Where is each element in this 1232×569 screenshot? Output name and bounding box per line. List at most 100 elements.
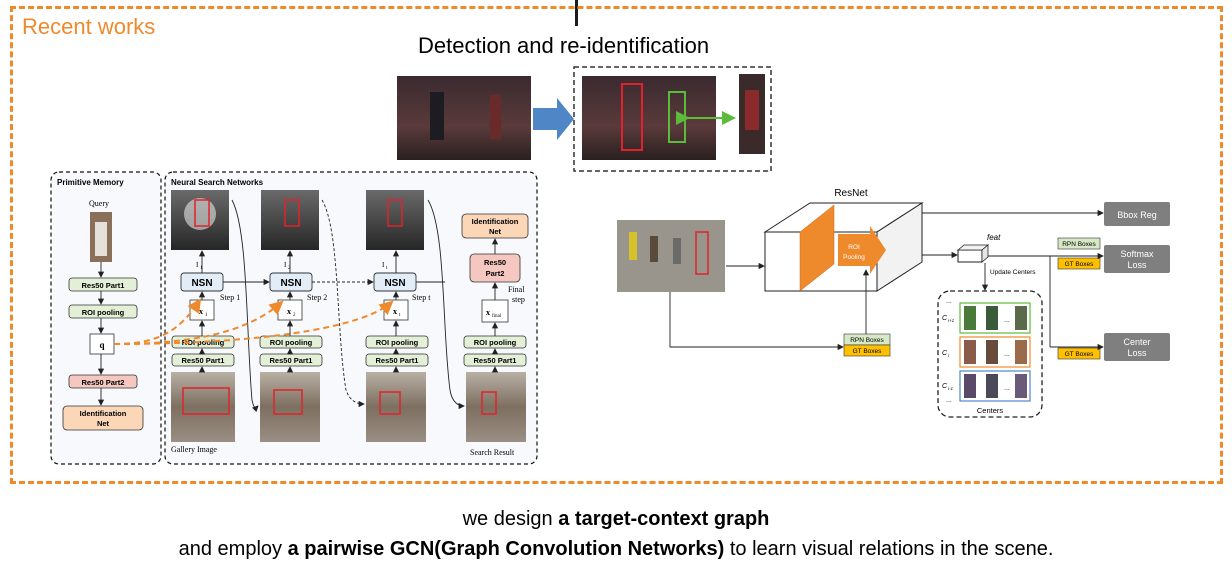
i-sub: 1: [200, 266, 203, 271]
caption-bold-text: a pairwise GCN(Graph Convolution Network…: [287, 538, 725, 560]
final-step-label: step: [512, 295, 525, 304]
identification-net-label: Identification: [472, 217, 519, 226]
primitive-memory-label: Primitive Memory: [57, 178, 124, 187]
roi-pooling-label: Pooling: [843, 254, 865, 261]
identification-net-module: [62, 405, 144, 431]
x-sub: t: [399, 313, 401, 318]
res50-part1-label: Res50 Part1: [82, 281, 125, 290]
bbox-reg-box: [1104, 202, 1170, 226]
softmax-loss-label: Softmax: [1120, 249, 1154, 259]
gt-boxes-tag: [1057, 347, 1101, 360]
nsn-label: NSN: [280, 278, 301, 289]
caption-text: and employ: [178, 538, 288, 560]
c-label: C: [942, 383, 948, 390]
feat-label: feat: [987, 233, 1001, 242]
resnet-label: ResNet: [834, 188, 868, 199]
center-group: [959, 370, 1031, 402]
slide-divider-tick: [575, 0, 578, 26]
neural-search-box: [164, 171, 538, 465]
person-silhouette: [430, 92, 444, 140]
i-label: I: [284, 261, 287, 269]
resnet-diagram: ResNet ROI Pooling RPN Boxes GT Boxes fe…: [617, 188, 1170, 418]
step-label: Step t: [412, 293, 431, 302]
detection-panel: [397, 66, 772, 172]
res50-part1-label: Res50 Part1: [182, 356, 225, 365]
x-label: x: [393, 307, 397, 316]
detection-title: Detection and re-identification: [418, 33, 710, 58]
center-group: [959, 302, 1031, 334]
identification-net-label: Identification: [80, 409, 127, 418]
c-sub: i+1: [948, 318, 955, 323]
ellipsis: ...: [946, 397, 952, 404]
roi-pooling-label: ROI pooling: [182, 338, 225, 347]
roi-pooling-label: ROI pooling: [474, 338, 517, 347]
ellipsis: ...: [1004, 351, 1010, 358]
roi-pooling-module: [259, 335, 323, 349]
gt-boxes-tag: [1057, 257, 1101, 270]
detection-result-box: [573, 66, 772, 172]
gallery-image: [366, 372, 426, 442]
step-label: Step 1: [220, 293, 240, 302]
centers-label: Centers: [977, 406, 1004, 415]
res50-part1-label: Res50 Part1: [474, 356, 517, 365]
gt-boxes-tag: [843, 344, 891, 357]
caption-bold-text: a target-context graph: [558, 508, 770, 530]
person-silhouette: [490, 95, 501, 139]
gt-boxes-label: GT Boxes: [1065, 351, 1095, 358]
search-result-label: Search Result: [470, 448, 515, 457]
query-guidance-arrows: [113, 298, 394, 345]
search-step-column: I 1 NSN x 1 ROI pooling Res50 Part1 Gall…: [171, 190, 240, 454]
query-person: [95, 222, 107, 256]
res50-part1-module: [68, 277, 138, 292]
feat-vector: [957, 249, 983, 263]
i-sub: t: [386, 266, 388, 271]
gallery-image: [260, 372, 320, 442]
roi-pooling-module: [68, 304, 138, 319]
x-label: x: [199, 307, 203, 316]
identification-net-label: Net: [97, 419, 110, 428]
process-arrow-icon: [533, 98, 574, 140]
res50-part2-label: Res50 Part2: [82, 378, 125, 387]
center-loss-box: [1104, 333, 1170, 361]
center-loss-label: Loss: [1127, 348, 1147, 358]
res50-part2-label: Res50: [484, 258, 506, 267]
attention-map-image: [261, 190, 319, 250]
center-loss-label: Center: [1123, 337, 1150, 347]
c-sub: i-1: [948, 386, 953, 391]
res50-part1-label: Res50 Part1: [270, 356, 313, 365]
rpn-boxes-label: RPN Boxes: [1062, 241, 1096, 248]
bbox-reg-label: Bbox Reg: [1117, 210, 1157, 220]
x-label: x: [287, 307, 291, 316]
caption-text: we design: [462, 508, 559, 530]
section-title: Recent works: [22, 14, 156, 39]
roi-pooling-label: ROI pooling: [82, 308, 125, 317]
roi-pooling-label: ROI pooling: [270, 338, 313, 347]
res50-part2-label: Part2: [486, 269, 505, 278]
x-sub: final: [492, 314, 502, 319]
person-silhouette: [745, 90, 759, 130]
x-sub: 2: [293, 313, 296, 318]
resnet-slice: [799, 204, 835, 292]
center-group: [959, 336, 1031, 368]
caption-line-1: we design a target-context graph: [0, 508, 1232, 531]
recent-works-frame: [10, 6, 1223, 484]
x-sub: 1: [205, 313, 208, 318]
detection-bbox-red: [621, 83, 643, 151]
gt-boxes-label: GT Boxes: [1065, 261, 1095, 268]
roi-pooling-arrow: [838, 226, 886, 274]
step-label: Step 2: [307, 293, 327, 302]
rpn-boxes-tag: [1057, 237, 1101, 250]
gt-boxes-label: GT Boxes: [853, 348, 883, 355]
identification-net-label: Net: [489, 227, 502, 236]
query-label: Query: [89, 199, 109, 208]
rpn-boxes-label: RPN Boxes: [850, 337, 884, 344]
update-centers-label: Update Centers: [990, 269, 1036, 276]
softmax-loss-box: [1104, 245, 1170, 273]
res50-part1-label: Res50 Part1: [376, 356, 419, 365]
c-label: C: [942, 315, 948, 322]
x-label: x: [486, 308, 490, 317]
roi-pooling-module: [365, 335, 429, 349]
c-label: C: [942, 350, 948, 357]
softmax-loss-label: Loss: [1127, 260, 1147, 270]
